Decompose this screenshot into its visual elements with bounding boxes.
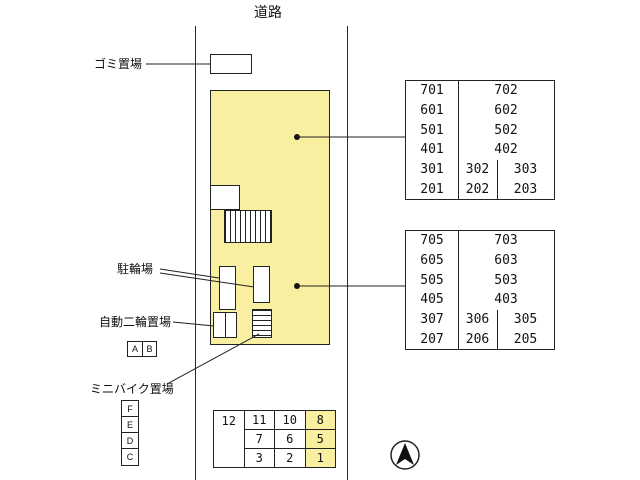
room-cell: 401 (420, 142, 444, 158)
room-cell: 206 (465, 331, 490, 347)
room-cell: 306 (465, 312, 490, 328)
unit-box: B (142, 342, 156, 356)
bicycle-parking-label: 駐輪場 (117, 262, 154, 276)
motorcycle-parking-label: 自動二輪置場 (99, 315, 172, 329)
minibike-parking-label: ミニバイク置場 (90, 382, 174, 396)
room-cell: 402 (494, 142, 518, 158)
parking-cell: 1 (316, 451, 324, 465)
parking-cell: 11 (244, 411, 274, 430)
minibike-parking-box (252, 309, 272, 338)
unit-box: F (122, 401, 138, 417)
room-cell: 703 (494, 233, 518, 249)
motorcycle-parking-box (213, 312, 237, 338)
bicycle-parking-box-1 (219, 266, 236, 310)
parking-cell: 5 (305, 430, 335, 449)
parking-cell: 2 (286, 451, 294, 465)
table-divider (458, 231, 459, 349)
table-row: 601 602 (406, 101, 554, 121)
room-cell: 203 (513, 181, 538, 197)
site-boundary-left (195, 26, 196, 480)
parking-cell: 12 (221, 413, 236, 428)
ab-boxes: A B (127, 341, 157, 357)
table-row: 201 202 203 (406, 179, 554, 199)
room-cell: 505 (420, 272, 444, 288)
parking-table: 12 11 7 3 10 6 2 8 5 1 (213, 410, 336, 468)
bicycle-parking-box-2 (253, 266, 270, 303)
divider (225, 313, 226, 337)
room-cell: 302 (465, 162, 490, 178)
table-row: 401 402 (406, 140, 554, 160)
table-row: 605 603 (406, 251, 554, 271)
parking-cell: 8 (305, 411, 335, 430)
room-cell: 601 (420, 103, 444, 118)
room-cell: 701 (420, 83, 444, 99)
room-cell: 307 (420, 312, 444, 328)
room-stack-table-upper: 701 702 601 602 501 502 401 402 301 302 … (405, 80, 555, 200)
room-cell: 405 (420, 292, 444, 308)
table-divider (497, 309, 498, 349)
table-divider (458, 81, 459, 199)
parking-cell: 6 (275, 430, 305, 449)
room-cell: 705 (420, 233, 444, 249)
unit-box: C (126, 452, 134, 462)
parking-column: 11 7 3 (243, 411, 274, 467)
entrance-box (210, 185, 240, 210)
parking-column-highlighted: 8 5 1 (304, 411, 335, 467)
garbage-area-label: ゴミ置場 (94, 57, 143, 71)
parking-cell: 10 (275, 411, 305, 430)
table-row: 301 302 303 (406, 160, 554, 180)
unit-box: A (131, 344, 138, 354)
room-cell: 403 (494, 292, 518, 308)
road-label: 道路 (254, 4, 282, 20)
room-cell: 301 (420, 162, 444, 178)
motorcycle-leader-line (172, 321, 215, 327)
table-row: 307 306 305 (406, 310, 554, 330)
room-cell: 503 (494, 272, 518, 288)
north-compass-icon (390, 440, 420, 470)
room-cell: 603 (494, 253, 518, 268)
fedc-boxes: F E D C (121, 400, 139, 466)
table-row: 405 403 (406, 290, 554, 310)
unit-box: E (122, 417, 138, 433)
stairs (224, 210, 272, 243)
room-cell: 303 (513, 162, 538, 178)
parking-cell: 3 (255, 451, 263, 465)
table-row: 501 502 (406, 120, 554, 140)
site-boundary-right (347, 26, 348, 480)
room-cell: 305 (513, 312, 538, 328)
table-row: 505 503 (406, 270, 554, 290)
parking-column: 10 6 2 (274, 411, 305, 467)
table-row: 705 703 (406, 231, 554, 251)
parking-column: 12 (214, 411, 244, 467)
garbage-area-box (210, 54, 252, 74)
room-cell: 602 (494, 103, 518, 118)
room-cell: 202 (465, 181, 490, 197)
table-row: 701 702 (406, 81, 554, 101)
room-cell: 605 (420, 253, 444, 268)
table-row: 207 206 205 (406, 329, 554, 349)
room-stack-table-lower: 705 703 605 603 505 503 405 403 307 306 … (405, 230, 555, 350)
room-cell: 702 (494, 83, 518, 99)
unit-box: D (122, 433, 138, 449)
room-cell: 201 (420, 181, 444, 197)
parking-cell: 7 (244, 430, 274, 449)
table-divider (497, 159, 498, 199)
room-cell: 502 (494, 122, 518, 138)
room-cell: 205 (513, 331, 538, 347)
room-cell: 207 (420, 331, 444, 347)
room-cell: 501 (420, 122, 444, 138)
